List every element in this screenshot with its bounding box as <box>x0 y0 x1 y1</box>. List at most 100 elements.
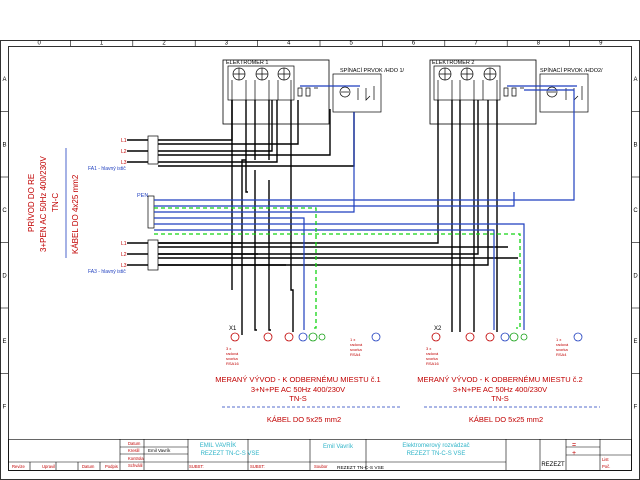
drawing-frame <box>0 40 640 480</box>
tb-project-title: Elektromerový rozvádzač <box>402 443 469 449</box>
tb-soubor-value: REZEZT TN-C-S VSE <box>337 465 384 471</box>
tb-label-kreslil: Kreslil <box>128 448 139 453</box>
fa1-label: FA1 - hlavný istič <box>88 166 126 172</box>
out1-cable: KÁBEL DO 5x25 mm2 <box>267 415 341 424</box>
x2-note-a: 3 x <box>426 346 431 351</box>
fa1-phase-l3: L3 <box>121 160 127 166</box>
frame-row-letter: B <box>2 142 6 148</box>
fuse-group-fa1: L1 L2 L3 FA1 - hlavný istič <box>88 135 159 172</box>
electricity-meter-2: ELEKTROMER 2 SPÍNACÍ PRVOK /HDO2/ <box>429 59 603 125</box>
tb-subst-2: SUBST: <box>250 464 265 469</box>
frame-row-letter: C <box>2 208 7 214</box>
frame-row-letter: F <box>634 404 638 410</box>
feed-cable: KÁBEL DO 4x25 mm2 <box>71 174 80 254</box>
frame-row-letter: A <box>633 77 637 83</box>
frame-row-letter: E <box>2 339 6 345</box>
x1-tag: X1 <box>229 326 237 332</box>
x1-note-b: radová <box>226 351 239 356</box>
fa3-label: FA3 - hlavný istič <box>88 269 126 275</box>
tb-project-sub: REZEZT TN-C-S VSE <box>407 451 466 457</box>
out2-heading: MERANÝ VÝVOD - K ODBERNÉMU MIESTU č.2 <box>417 375 582 384</box>
tb-label-datum-2: Datum <box>82 464 95 469</box>
tb-label-upravil: Upravil <box>42 464 55 469</box>
frame-row-letter: D <box>2 273 7 279</box>
tb-rev-mark-1: = <box>572 442 576 449</box>
protective-earth-wiring <box>154 207 521 329</box>
electricity-meter-1: ELEKTROMER 1 SPÍNACÍ PRVOK /HDO 1/ <box>222 59 405 125</box>
tb-author-big: EMIL VAVRÍK <box>200 442 237 449</box>
frame-col-number: 5 <box>350 41 354 47</box>
out1-heading: MERANÝ VÝVOD - K ODBERNÉMU MIESTU č.1 <box>215 375 380 384</box>
frame-col-number: 8 <box>537 41 541 47</box>
fa3-phase-l2: L2 <box>121 252 127 258</box>
out2-cable: KÁBEL DO 5x25 mm2 <box>469 415 543 424</box>
fa3-phase-l3: L3 <box>121 263 127 269</box>
x2-extra-d: RSA4 <box>556 352 567 357</box>
x2-extra-a: 1 x <box>556 337 561 342</box>
switch-1-title: SPÍNACÍ PRVOK /HDO 1/ <box>340 67 405 74</box>
tb-label-schvalil: Schválil <box>128 463 142 468</box>
hdo-switch-1-symbol <box>339 86 375 101</box>
x2-extra-c: svorka <box>556 347 569 352</box>
tb-subst-1: SUBST: <box>189 464 204 469</box>
pen-terminal-bar: PEN <box>137 193 155 229</box>
x2-note-c: svorka <box>426 356 439 361</box>
frame-row-letter: A <box>2 77 6 83</box>
frame-col-number: 2 <box>162 41 166 47</box>
neutral-wiring <box>154 85 577 330</box>
out2-spec: 3+N+PE AC 50Hz 400/230V <box>453 385 547 394</box>
output-terminals-x2: X2 3 x radová svorka RSA16 1 x radová sv… <box>426 326 583 366</box>
out1-spec: 3+N+PE AC 50Hz 400/230V <box>251 385 345 394</box>
switch-2-title: SPÍNACÍ PRVOK /HDO2/ <box>540 67 603 74</box>
frame-grid-ticks <box>0 40 640 374</box>
meter-1-title: ELEKTROMER 1 <box>226 60 268 66</box>
x1-extra-d: RSA4 <box>350 352 361 357</box>
pen-label: PEN <box>137 193 148 199</box>
frame-row-letters: A A B B C C D D E E F F <box>2 77 638 411</box>
x2-tag: X2 <box>434 326 442 332</box>
x1-extra-a: 1 x <box>350 337 355 342</box>
frame-col-number: 9 <box>599 41 603 47</box>
tb-pocet-label: Poč. <box>602 464 610 469</box>
meter-2-coils <box>433 65 524 101</box>
tb-label-kontrola: Kontrola <box>128 456 144 461</box>
feed-line-1: PRÍVOD DO RE <box>27 174 36 232</box>
tb-list-label: List <box>602 457 609 462</box>
out1-system: TN-S <box>289 394 307 403</box>
frame-row-letter: F <box>3 404 7 410</box>
x2-note-d: RSA16 <box>426 361 439 366</box>
x1-extra-c: svorka <box>350 347 363 352</box>
phase-wiring <box>127 100 518 335</box>
tb-drawing-big: REZEZT TN-C-S VSE <box>201 451 260 457</box>
x1-note-d: RSA16 <box>226 361 239 366</box>
fa1-phase-l1: L1 <box>121 138 127 144</box>
output-1-description: MERANÝ VÝVOD - K ODBERNÉMU MIESTU č.1 3+… <box>215 375 380 424</box>
frame-row-letter: C <box>633 208 638 214</box>
out2-system: TN-S <box>491 394 509 403</box>
tb-label-datum: Datum <box>128 441 141 446</box>
frame-col-number: 6 <box>412 41 416 47</box>
frame-col-number: 0 <box>38 41 42 47</box>
x2-extra-b: radová <box>556 342 569 347</box>
hdo-switch-2-symbol <box>546 86 583 101</box>
frame-col-number: 1 <box>100 41 104 47</box>
incoming-feed-description: PRÍVOD DO RE 3+PEN AC 50Hz 400/230V TN-C… <box>27 155 80 254</box>
tb-drawing-code: REZEZT <box>541 462 565 468</box>
tb-label-revize: Revize <box>12 464 25 469</box>
frame-col-number: 7 <box>474 41 478 47</box>
x2-note-b: radová <box>426 351 439 356</box>
feed-line-2: 3+PEN AC 50Hz 400/230V <box>39 155 48 252</box>
output-terminals-x1: X1 3 x radová svorka RSA16 1 x radová sv… <box>226 326 381 366</box>
tb-soubor-label: Soubor <box>314 464 328 469</box>
tb-author-name: Emil Vavrík <box>323 444 354 450</box>
x1-note-a: 3 x <box>226 346 231 351</box>
title-block: Datum Kreslil Kontrola Schválil Revize U… <box>8 439 632 471</box>
x1-note-c: svorka <box>226 356 239 361</box>
fa1-phase-l2: L2 <box>121 149 127 155</box>
frame-row-letter: D <box>633 273 638 279</box>
fa3-phase-l1: L1 <box>121 241 127 247</box>
frame-row-letter: B <box>633 142 637 148</box>
frame-row-letter: E <box>633 339 637 345</box>
